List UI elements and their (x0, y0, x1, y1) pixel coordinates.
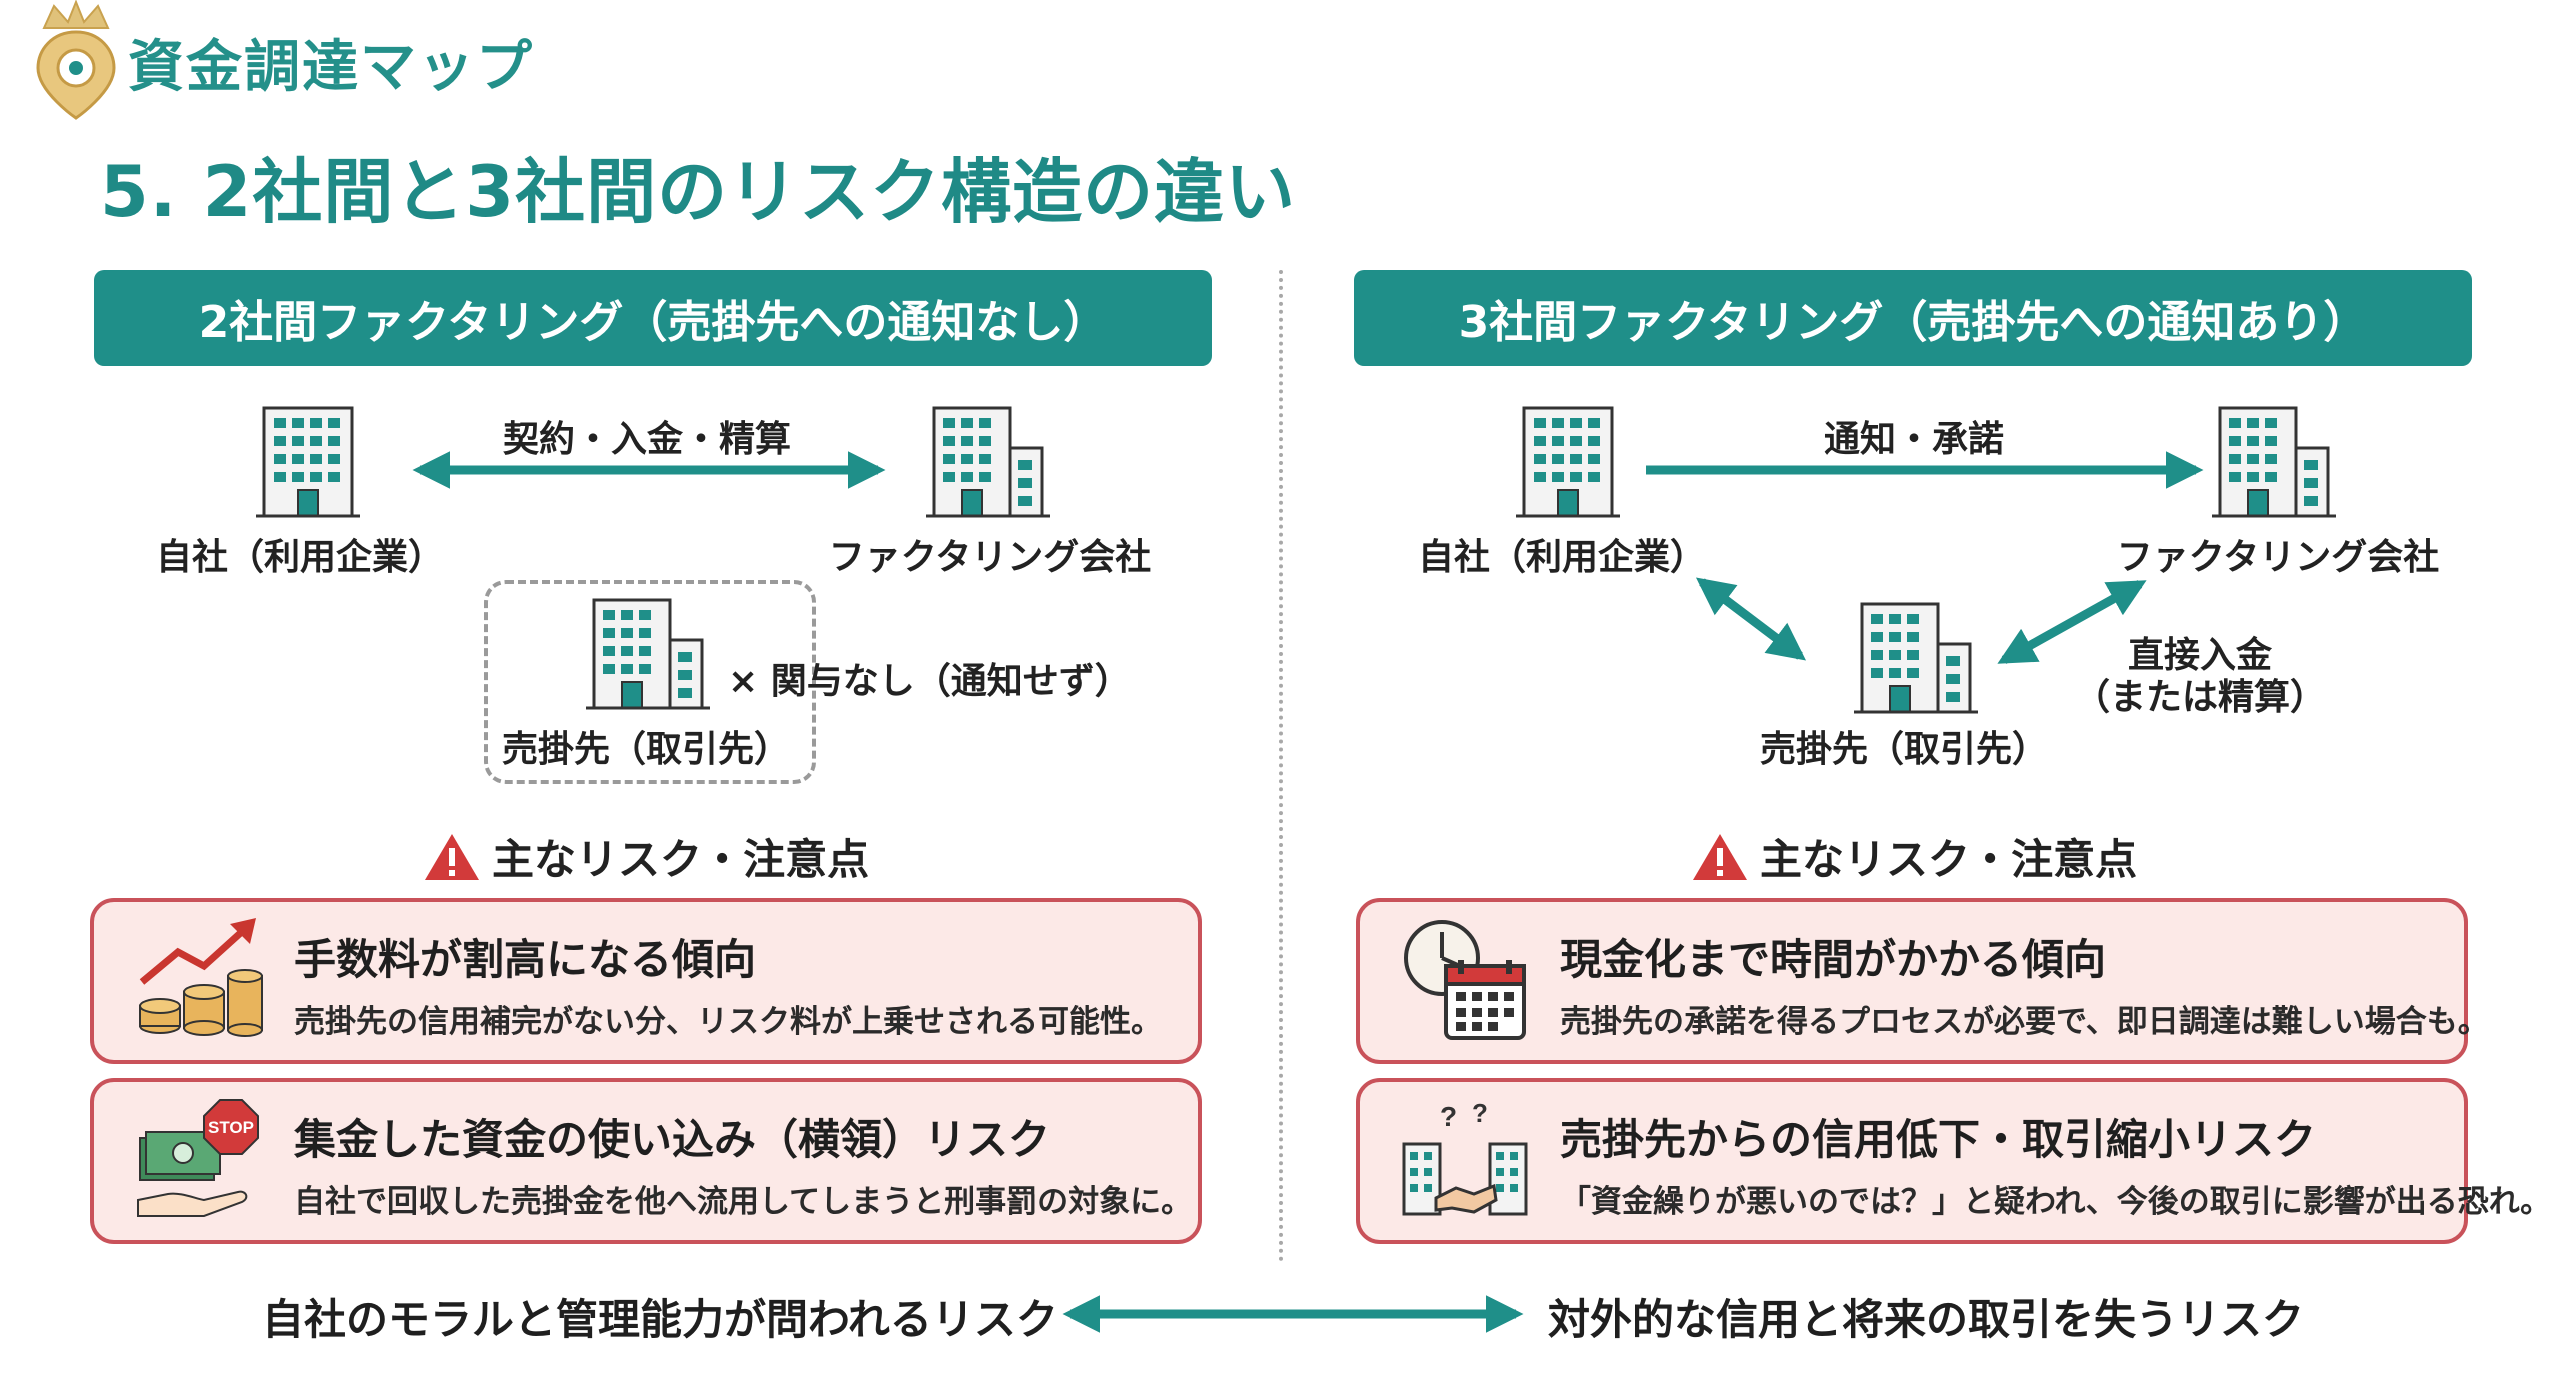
right-customer-label: 売掛先（取引先） (1759, 729, 2049, 770)
svg-text:?: ? (1440, 1101, 1457, 1132)
right-company-label: 自社（利用企業） (1417, 537, 1707, 578)
stop-money-hand-icon: STOP (137, 1099, 259, 1217)
clock-calendar-icon (1404, 920, 1526, 1040)
warning-icon (1693, 833, 1747, 880)
center-divider (1279, 270, 1283, 1262)
warning-icon (425, 833, 479, 880)
left-risk-card-1: 手数料が割高になる傾向 売掛先の信用補完がない分、リスク料が上乗せされる可能性。 (90, 898, 1202, 1064)
factor-building-icon (924, 406, 1052, 518)
left-company-label: 自社（利用企業） (155, 537, 445, 578)
right-risk-1-title: 現金化まで時間がかかる傾向 (1560, 935, 2107, 984)
left-risk-heading-text: 主なリスク・注意点 (492, 835, 870, 884)
company-building-icon (254, 406, 362, 518)
footer-left-text: 自社のモラルと管理能力が問われるリスク (262, 1295, 1058, 1344)
right-factor-label: ファクタリング会社 (2116, 537, 2440, 578)
right-factor-building-icon (2210, 406, 2338, 518)
customer-excluded-box (484, 580, 816, 784)
customer-building-icon (584, 598, 712, 710)
rising-coins-icon (139, 918, 263, 1037)
company-customer-arrow (1695, 577, 1807, 661)
right-risk-card-1: 現金化まで時間がかかる傾向 売掛先の承諾を得るプロセスが必要で、即日調達は難しい… (1356, 898, 2489, 1064)
left-risk-card-2: STOP 集金した資金の使い込み（横領）リスク 自社で回収した売掛金を他へ流用し… (90, 1078, 1202, 1244)
right-risk-2-title: 売掛先からの信用低下・取引縮小リスク (1560, 1115, 2317, 1164)
crown-pin-logo-icon (36, 0, 116, 120)
right-risk-2-desc: 「資金繰りが悪いのでは？」と疑われ、今後の取引に影響が出る恐れ。 (1560, 1184, 2552, 1220)
left-factor-label: ファクタリング会社 (828, 537, 1152, 578)
left-customer-label: 売掛先（取引先） (501, 729, 791, 770)
right-risk-1-desc: 売掛先の承諾を得るプロセスが必要で、即日調達は難しい場合も。 (1560, 1004, 2489, 1040)
svg-text:?: ? (1472, 1098, 1488, 1128)
left-risk-heading: 主なリスク・注意点 (424, 826, 869, 887)
buildings-handshake-icon: ? ? (1402, 1098, 1528, 1216)
left-arrow-label: 契約・入金・精算 (502, 419, 792, 460)
left-panel-header: 2社間ファクタリング（売掛先への通知なし） (94, 270, 1212, 366)
no-involvement-label: × 関与なし（通知せず） (728, 661, 1131, 702)
right-company-building-icon (1514, 406, 1622, 518)
brand-name: 資金調達マップ (128, 35, 534, 100)
page-title: 5. 2社間と3社間のリスク構造の違い (100, 151, 1297, 233)
right-risk-heading-text: 主なリスク・注意点 (1760, 835, 2138, 884)
stop-sign-text: STOP (208, 1118, 254, 1137)
payment-label-2: （または精算） (2073, 677, 2327, 718)
left-risk-2-desc: 自社で回収した売掛金を他へ流用してしまうと刑事罰の対象に。 (294, 1184, 1193, 1220)
right-arrow-label: 通知・承諾 (1823, 419, 2005, 460)
right-panel-header: 3社間ファクタリング（売掛先への通知あり） (1354, 270, 2472, 366)
left-risk-1-title: 手数料が割高になる傾向 (294, 935, 757, 984)
left-risk-2-title: 集金した資金の使い込み（横領）リスク (294, 1115, 1051, 1164)
payment-label-1: 直接入金 (2127, 635, 2273, 676)
factor-customer-arrow (1997, 580, 2147, 664)
right-risk-card-2: ? ? 売掛先からの信用低下・取引縮小リスク 「資金繰りが悪いのでは？」と疑われ… (1356, 1078, 2551, 1244)
right-customer-building-icon (1852, 602, 1980, 714)
footer-right-text: 対外的な信用と将来の取引を失うリスク (1548, 1295, 2305, 1344)
left-risk-1-desc: 売掛先の信用補完がない分、リスク料が上乗せされる可能性。 (294, 1004, 1162, 1040)
right-risk-heading: 主なリスク・注意点 (1692, 826, 2137, 887)
